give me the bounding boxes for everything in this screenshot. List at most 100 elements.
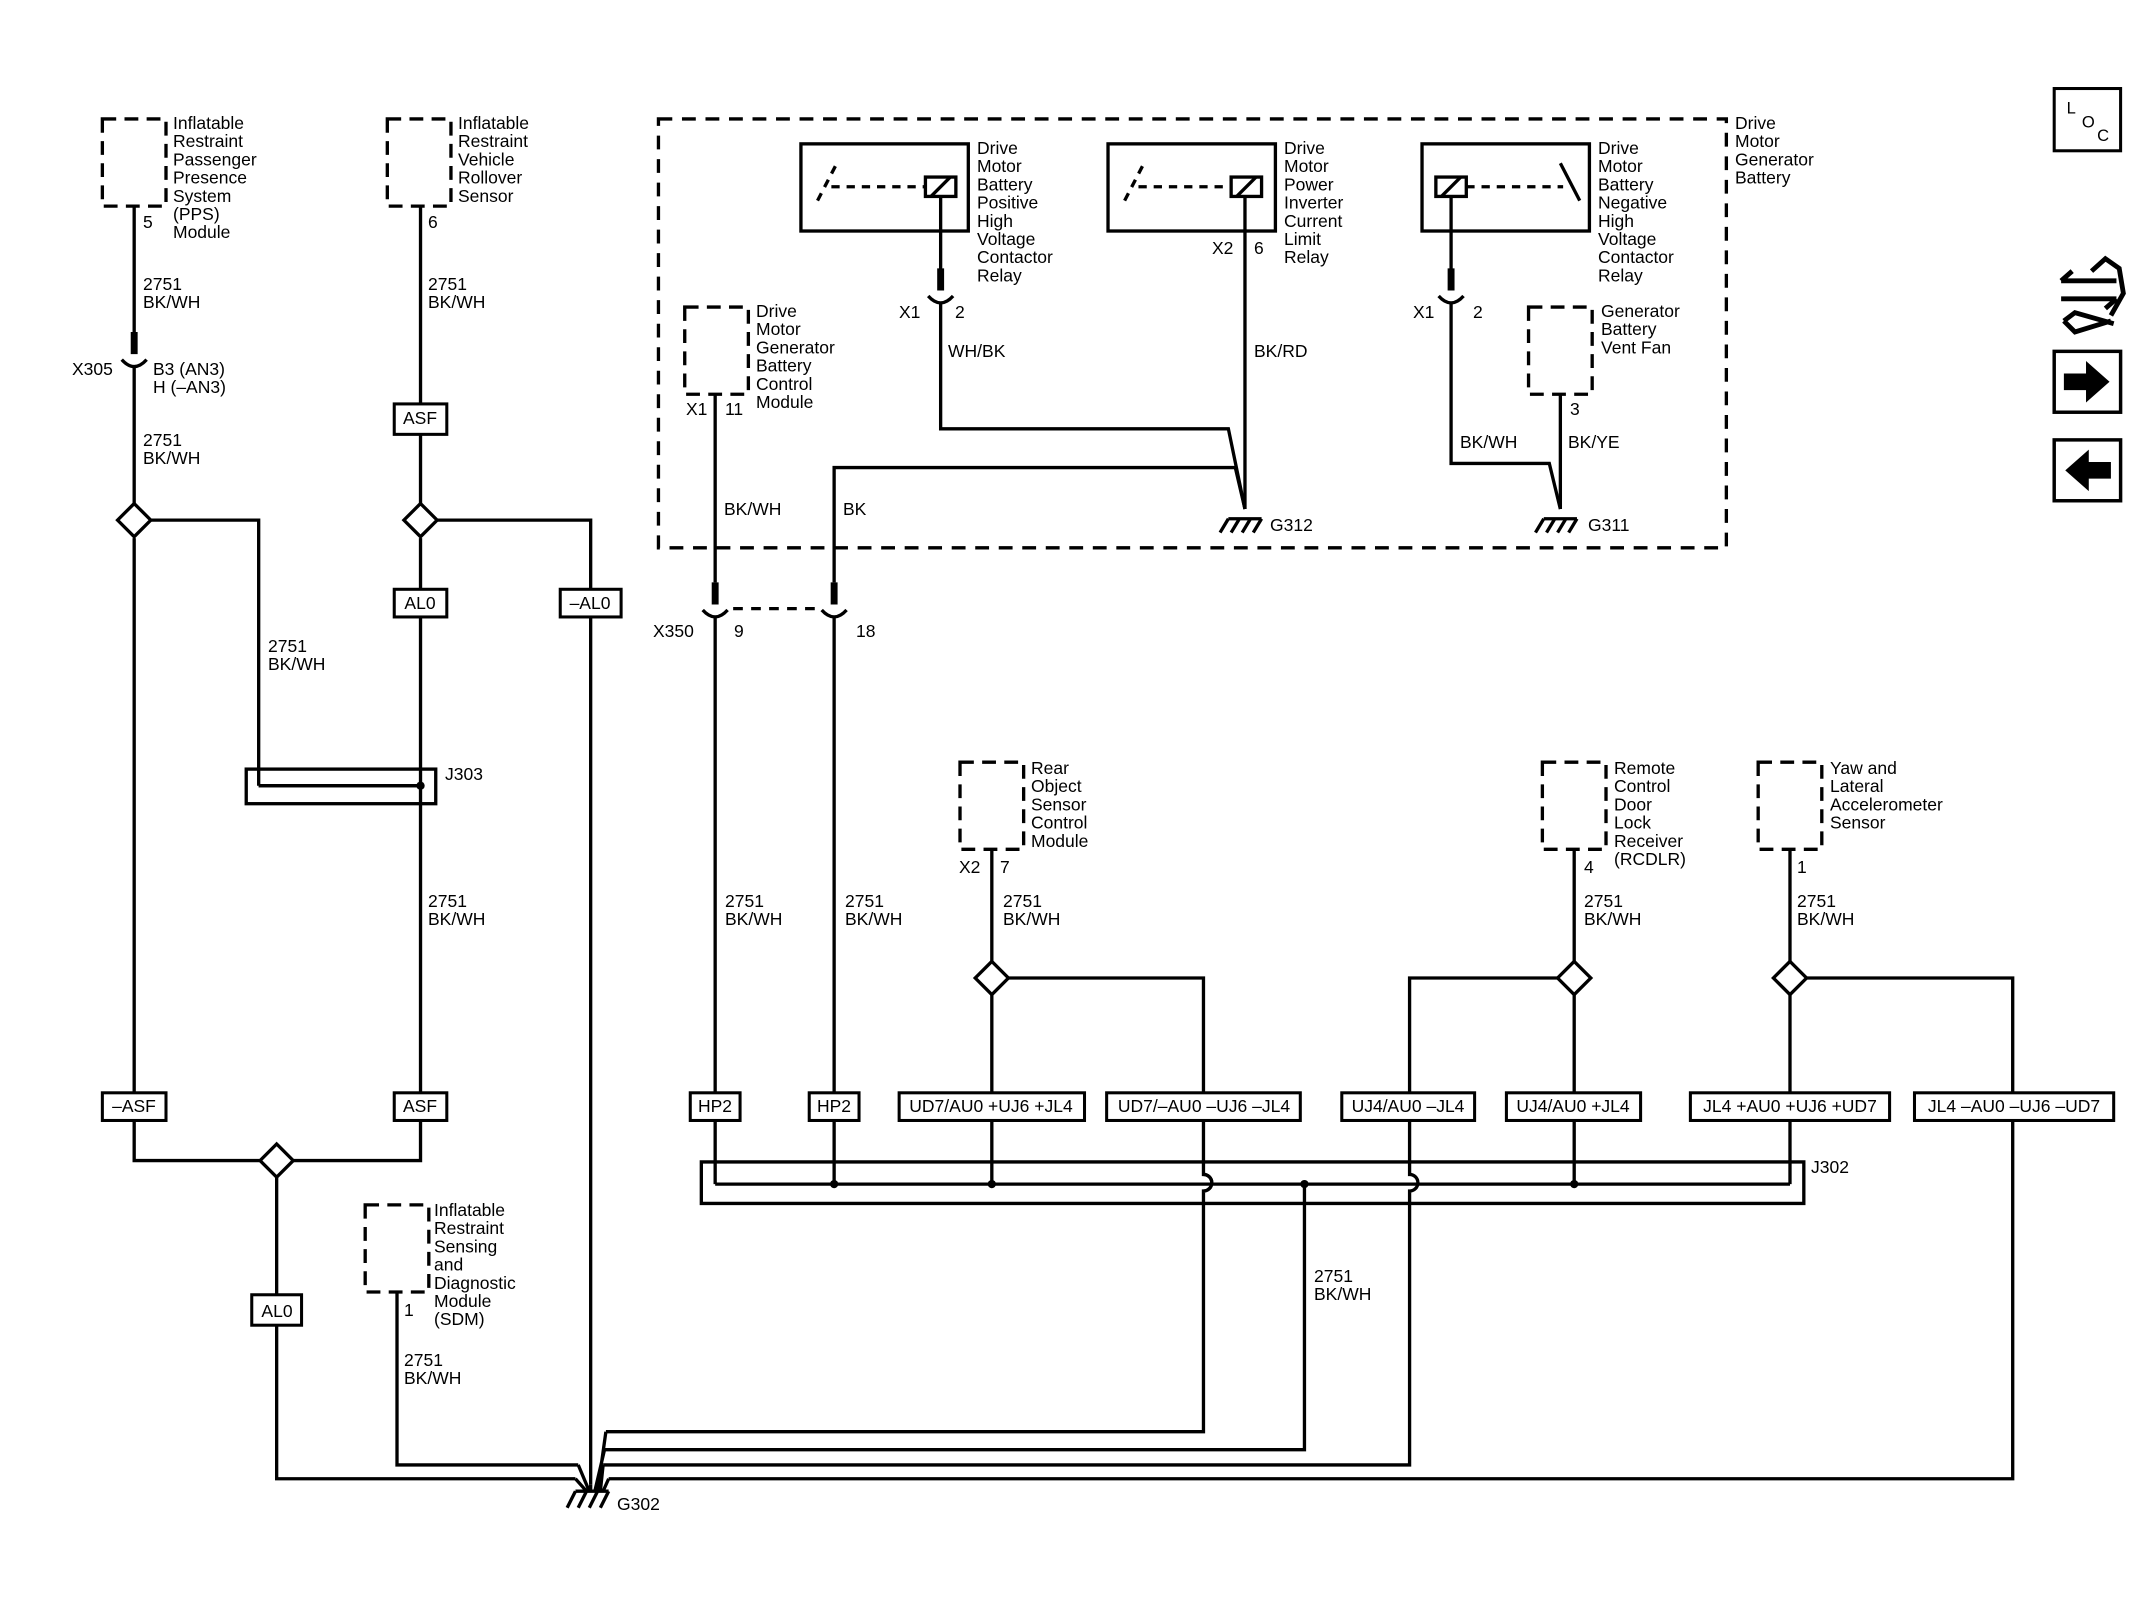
wire-color: BK/YE [1568, 432, 1620, 452]
joint-diamond [257, 1141, 296, 1180]
connector-neg-x1 [1437, 268, 1465, 305]
wire-color: BK/WH [845, 909, 902, 929]
component-label-battery_box: Drive [1735, 113, 1776, 133]
component-label-yaw: Sensor [1830, 813, 1886, 833]
pin-label: 3 [1570, 399, 1580, 419]
option-box-al0-bottom [250, 1293, 304, 1327]
component-label-sdm: and [434, 1255, 463, 1275]
option-box-uj4-neg [1340, 1091, 1477, 1122]
component-label-pps: Module [173, 222, 230, 242]
opt-neg-al0: –AL0 [570, 593, 611, 613]
pin-label: 7 [1000, 857, 1010, 877]
component-label-vent_fan: Vent Fan [1601, 337, 1671, 357]
svg-text:O: O [2082, 112, 2095, 131]
component-label-rcdlr: Remote [1614, 758, 1675, 778]
component-label-rollover: Sensor [458, 186, 514, 206]
pin-label: 5 [143, 212, 153, 232]
component-label-rollover: Restraint [458, 131, 528, 151]
yaw-sensor [1756, 760, 1824, 852]
component-label-rear_obj: Module [1031, 831, 1088, 851]
rcdlr-module [1540, 760, 1608, 852]
opt-uj4-pos: UJ4/AU0 +JL4 [1516, 1096, 1630, 1116]
splice-j302 [699, 1160, 1806, 1206]
sdm-module [363, 1203, 431, 1294]
connector-label: X1 [1413, 302, 1434, 322]
component-label-rollover: Inflatable [458, 113, 529, 133]
splice-label: J303 [445, 764, 483, 784]
connector-x305 [120, 331, 148, 369]
component-label-inv_relay: Limit [1284, 229, 1321, 249]
component-label-inv_relay: Drive [1284, 138, 1325, 158]
wire-color: BK [843, 499, 867, 519]
component-label-rcdlr: Control [1614, 776, 1670, 796]
pin-label: 18 [856, 621, 875, 641]
component-label-bcm: Control [756, 374, 812, 394]
component-label-pos_relay: Positive [977, 193, 1038, 213]
component-label-yaw: Accelerometer [1830, 794, 1943, 814]
opt-ud7-neg: UD7/–AU0 –UJ6 –JL4 [1118, 1096, 1290, 1116]
component-label-sdm: Module [434, 1291, 491, 1311]
option-box-uj4-pos [1504, 1091, 1643, 1122]
rear-object-module [958, 760, 1026, 852]
option-box-jl4-neg [1912, 1091, 2116, 1122]
component-label-rear_obj: Control [1031, 813, 1087, 833]
circuit-number: 2751 [725, 891, 764, 911]
wire-color: BK/RD [1254, 341, 1307, 361]
component-label-bcm: Battery [756, 356, 812, 376]
wire-color: BK/WH [428, 909, 485, 929]
circuit-number: 2751 [143, 274, 182, 294]
pps-module [100, 117, 168, 208]
splice-label: J302 [1811, 1157, 1849, 1177]
opt-al0-bottom: AL0 [261, 1301, 292, 1321]
component-label-neg_relay: Motor [1598, 156, 1643, 176]
component-label-vent_fan: Battery [1601, 319, 1657, 339]
connector-label: X1 [899, 302, 920, 322]
wire-color: BK/WH [404, 1368, 461, 1388]
component-label-yaw: Yaw and [1830, 758, 1897, 778]
component-label-rcdlr: Receiver [1614, 831, 1683, 851]
component-label-vent_fan: Generator [1601, 301, 1680, 321]
option-box-jl4-pos [1688, 1091, 1892, 1122]
option-box-hp2-a [688, 1091, 742, 1122]
component-label-battery_box: Generator [1735, 149, 1814, 169]
component-label-pps: (PPS) [173, 204, 220, 224]
loc-icon[interactable]: L O C [2052, 87, 2123, 153]
component-label-neg_relay: High [1598, 211, 1634, 231]
option-box-neg-asf [100, 1091, 168, 1122]
wire-color: BK/WH [1003, 909, 1060, 929]
component-label-inv_relay: Power [1284, 174, 1334, 194]
circuit-number: 2751 [268, 636, 307, 656]
wire-color: BK/WH [1314, 1284, 1371, 1304]
vent-fan [1526, 305, 1594, 396]
circuit-number: 2751 [428, 274, 467, 294]
wire-color: BK/WH [143, 292, 200, 312]
joint-diamond [972, 959, 1011, 997]
component-label-pos_relay: Motor [977, 156, 1022, 176]
component-icon[interactable] [2059, 255, 2126, 335]
component-label-neg_relay: Contactor [1598, 247, 1674, 267]
arrow-right-icon[interactable] [2052, 349, 2123, 414]
joint-diamond [1771, 959, 1809, 997]
connector-label: X2 [959, 857, 980, 877]
joint-diamond [401, 501, 440, 540]
component-label-rcdlr: (RCDLR) [1614, 849, 1686, 869]
component-label-pps: Inflatable [173, 113, 244, 133]
component-label-sdm: Restraint [434, 1218, 504, 1238]
wire-color: BK/WH [1584, 909, 1641, 929]
ground-g302 [565, 1431, 611, 1509]
component-label-rear_obj: Rear [1031, 758, 1069, 778]
circuit-number: 2751 [1584, 891, 1623, 911]
opt-asf-bottom: ASF [403, 1096, 437, 1116]
arrow-left-icon[interactable] [2052, 438, 2123, 503]
component-label-sdm: Inflatable [434, 1200, 505, 1220]
joint-diamond [115, 501, 154, 540]
connector-label: X350 [653, 621, 694, 641]
inverter-limit-relay [1106, 142, 1278, 510]
circuit-number: 2751 [1314, 1266, 1353, 1286]
pin-label: 9 [734, 621, 744, 641]
svg-text:L: L [2067, 98, 2076, 117]
option-box-neg-al0 [558, 587, 623, 619]
connector-label: X305 [72, 359, 113, 379]
component-label-bcm: Module [756, 392, 813, 412]
svg-text:C: C [2097, 126, 2109, 145]
